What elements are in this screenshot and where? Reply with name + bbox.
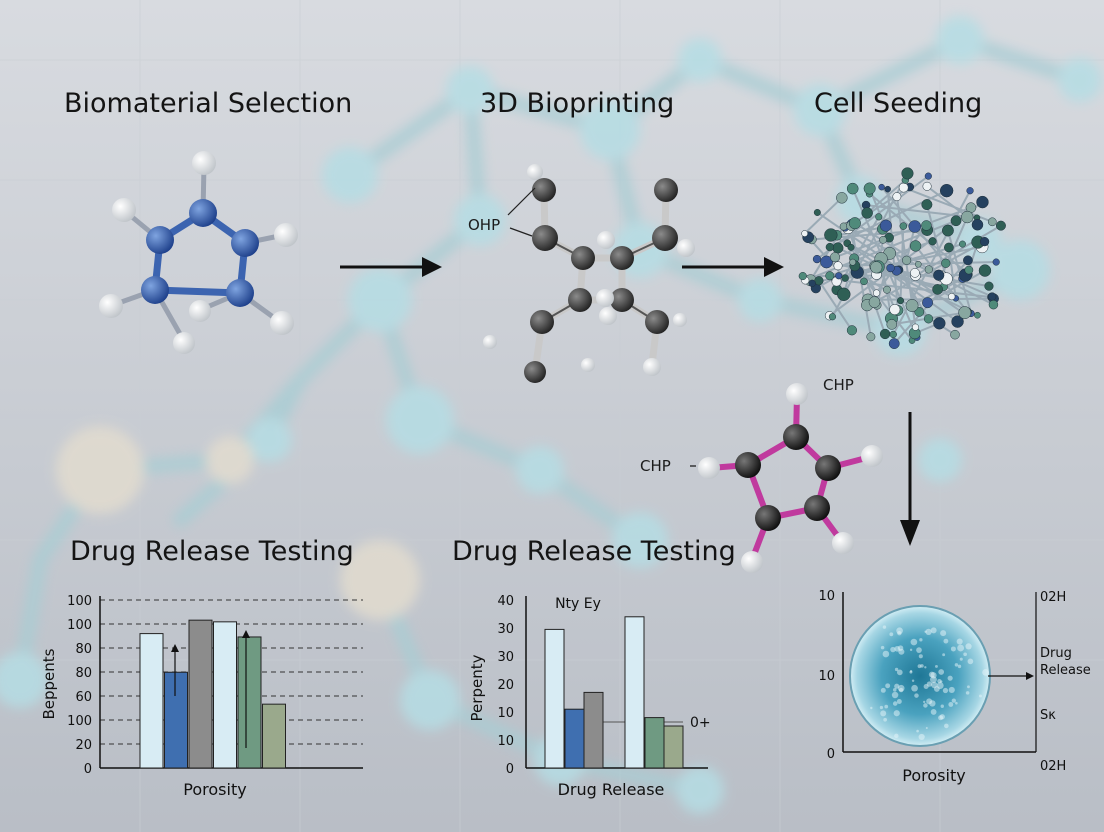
chart-drug-release-mid: 40 30 30 20 10 10 0 0+ Nty Ey Drug Release Perpent… (468, 588, 728, 803)
bar (140, 634, 163, 768)
y-tick-label: 20 (497, 678, 514, 693)
y-tick-label: 80 (75, 666, 92, 681)
y-tick-label: 10 (497, 734, 514, 749)
release-arrow-head (1026, 672, 1034, 680)
bar (565, 709, 584, 768)
y-tick-label: 100 (67, 618, 92, 633)
y-tick-label: 60 (75, 690, 92, 705)
label-ohp: OHP (468, 216, 500, 234)
y-tick-label: 0 (506, 762, 514, 777)
y-tick-label: 100 (67, 714, 92, 729)
x-axis-label: Porosity (902, 766, 965, 785)
y-tick-label: 10 (818, 669, 835, 684)
cell-scaffold (850, 606, 990, 746)
bar (625, 617, 644, 768)
bar (238, 637, 261, 768)
y-tick-label: 20 (75, 738, 92, 753)
y-axis-label: Perpenty (468, 654, 486, 721)
y-axis-label: Beppents (40, 648, 58, 719)
x-axis-label: Drug Release (558, 780, 665, 799)
annotation-label: 0+ (690, 715, 711, 731)
step-title-3d-bioprinting: 3D Bioprinting (480, 88, 674, 119)
bar-arrow-head (242, 630, 250, 638)
y-tick-label: 40 (497, 594, 514, 609)
right-label: Sκ (1040, 708, 1056, 723)
x-axis-label: Porosity (183, 780, 246, 799)
arrow-step-1 (338, 252, 448, 282)
arrow-step-3 (895, 410, 925, 550)
step-title-biomaterial-selection: Biomaterial Selection (64, 88, 352, 119)
bar (165, 672, 188, 768)
y-tick-label: 100 (67, 594, 92, 609)
chart-title: Nty Ey (555, 596, 601, 612)
arrow-step-2 (680, 252, 790, 282)
bar (584, 692, 603, 768)
right-label: 02H (1040, 590, 1066, 605)
y-tick-label: 30 (497, 650, 514, 665)
y-tick-label: 10 (818, 589, 835, 604)
y-tick-label: 0 (84, 762, 92, 777)
bar (263, 704, 286, 768)
bar (545, 629, 564, 768)
bar (189, 620, 212, 768)
bar (645, 718, 664, 768)
label-chp-left: CHP (640, 457, 671, 475)
right-label: 02H (1040, 759, 1066, 774)
y-tick-label: 80 (75, 642, 92, 657)
step-title-drug-release-testing: Drug Release Testing (70, 536, 354, 567)
molecule-bioprinting (480, 160, 710, 390)
step-title-cell-seeding: Cell Seeding (814, 88, 982, 119)
bar (664, 726, 683, 768)
label-chp-top: CHP (823, 376, 854, 394)
bar (214, 622, 237, 768)
y-tick-label: 30 (497, 622, 514, 637)
molecule-chp (690, 380, 890, 580)
y-tick-label: 10 (497, 706, 514, 721)
cell-cluster (790, 158, 1020, 358)
molecule-biomaterial (90, 145, 310, 365)
y-tick-label: 0 (827, 747, 835, 762)
